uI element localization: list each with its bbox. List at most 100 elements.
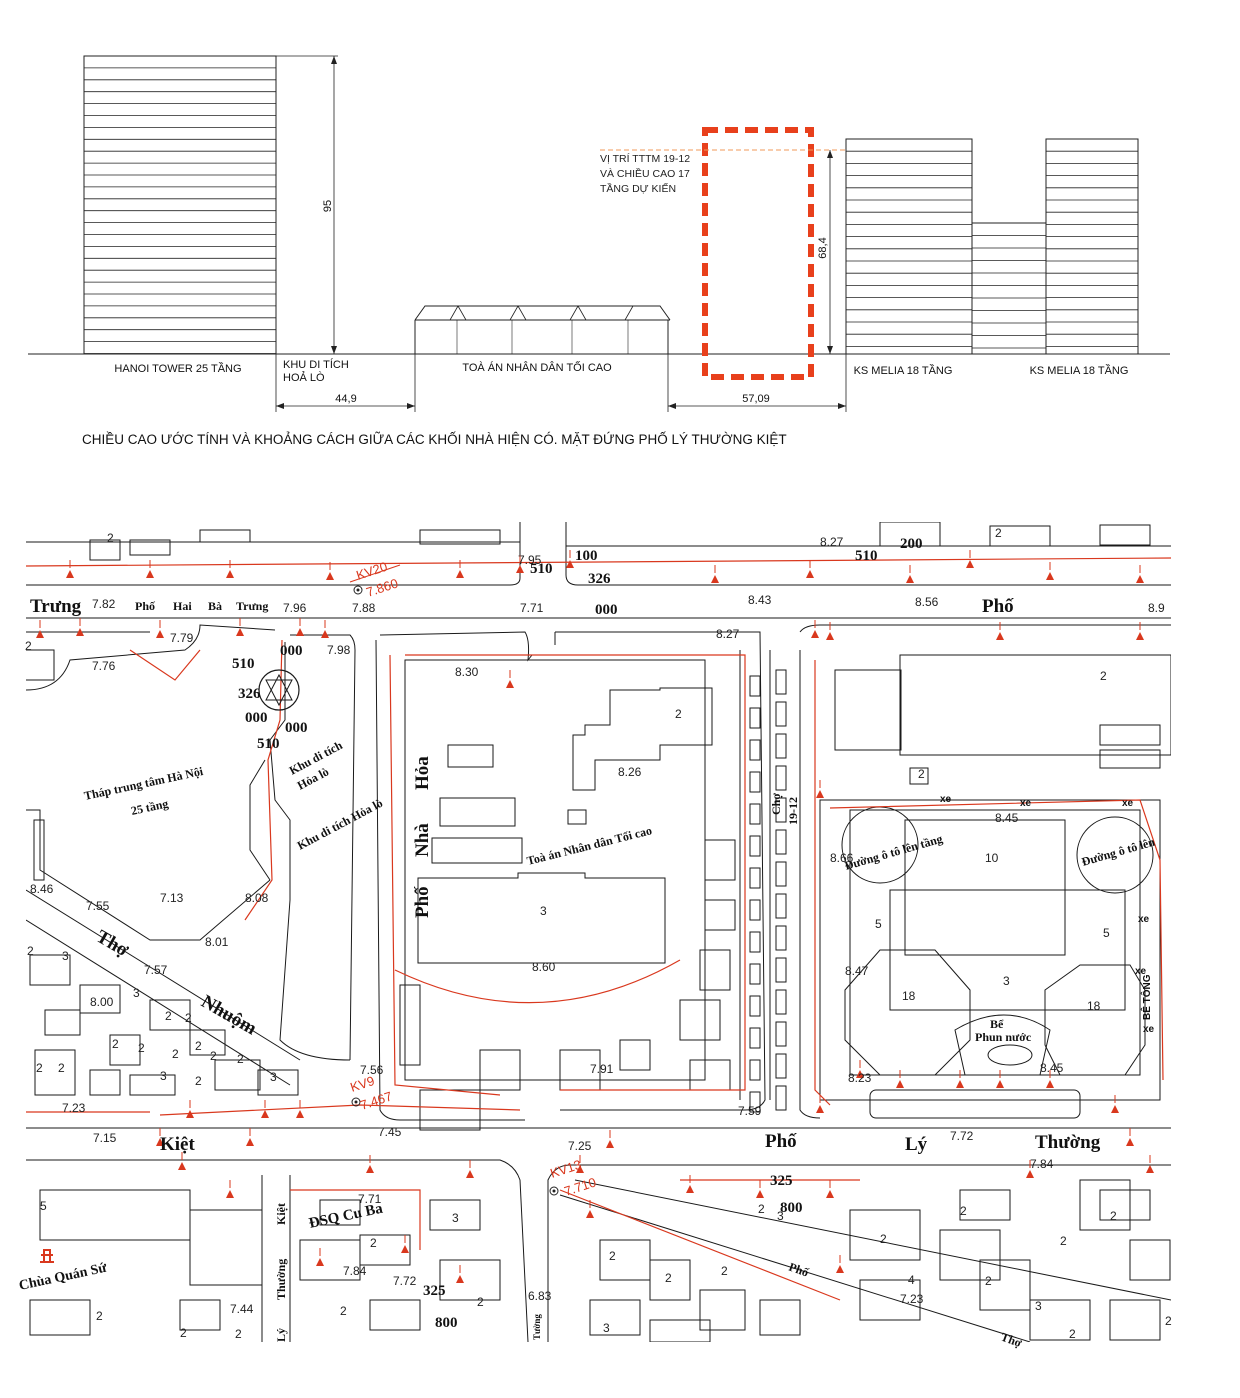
floor-count: 2 [36,1061,43,1075]
elevation-value: 8.27 [716,627,740,641]
elevation-value: 8.23 [848,1071,872,1085]
map-code: 200 [900,536,923,552]
elevation-value: 7.95 [518,553,542,567]
street-tho-bottom: Thợ [999,1330,1024,1351]
elevation-value: 7.82 [92,597,116,611]
street-lt-ly: Lý [905,1134,928,1155]
street-kiet: Kiệt [160,1134,195,1155]
street-nhuom: Nhuộm [198,991,261,1039]
melia-building-left [845,138,973,355]
elevation-value: 7.84 [1030,1157,1054,1171]
elevation-value: 8.01 [205,935,229,949]
floor-count: 2 [172,1047,179,1061]
street-hbt-3: Bà [208,599,222,613]
floor-count: 3 [1035,1299,1042,1313]
street-tuong: Tường [532,1314,542,1340]
floor-count: 2 [1165,1314,1172,1328]
floor-count: 2 [1069,1327,1076,1341]
gap-left-dimension: 44,9 [275,354,416,412]
elevation-value: 8.45 [995,811,1019,825]
elevation-value: 7.59 [738,1104,762,1118]
elevation-value: 8.56 [915,595,939,609]
melia-building-right [1045,138,1139,355]
melia-label-right: KS MELIA 18 TẦNG [1030,364,1129,377]
elevation-value: 7.25 [568,1139,592,1153]
elevation-value: 6.83 [528,1289,552,1303]
gap-left-label: 44,9 [335,393,356,405]
melia-building-middle [971,222,1047,355]
floor-count: 4 [908,1273,915,1287]
ramp-right: Đường ô tô lên [1080,835,1157,869]
elevation-value: 7.23 [900,1292,924,1306]
street-lt-thuong: Thường [1035,1132,1101,1153]
pagoda-icon [40,1249,54,1263]
street-thuong-vertical: Thường [274,1259,288,1300]
floor-count: 2 [1100,669,1107,683]
proposed-height-label: 68,4 [817,237,829,258]
elevation-drawing: 95 68,4 VỊ TRÍ TTTM 19-12 VÀ CHIỀU CAO 1… [28,55,1170,447]
map-code: 325 [423,1283,446,1299]
elevation-value: 8.66 [830,851,854,865]
survey-network [26,557,1171,1301]
floor-count: 2 [995,526,1002,540]
map-code: 000 [285,720,308,736]
floor-count: 2 [25,639,32,653]
map-code: 510 [855,548,878,564]
street-pho-diag: Phố [787,1260,812,1280]
elevation-value: 7.56 [360,1063,384,1077]
xe-label: xe [1020,798,1032,809]
floor-count: 2 [477,1295,484,1309]
elevation-value: 8.30 [455,665,479,679]
xe-label: xe [1122,798,1134,809]
map-codes: 5101003260005102005100003260005100003258… [232,536,923,1331]
survey-markers [36,550,1154,1283]
floor-count: 3 [62,949,69,963]
elevation-caption: CHIỀU CAO ƯỚC TÍNH VÀ KHOẢNG CÁCH GIỮA C… [82,432,787,447]
elevation-value: 7.71 [520,601,544,615]
street-hbt-2: Hai [173,599,192,613]
floor-count: 2 [960,1204,967,1218]
survey-point-kv9: KV9 7.467 [348,1073,394,1113]
floor-count: 2 [1110,1209,1117,1223]
elevation-value: 7.55 [86,899,110,913]
map-code: 326 [238,686,261,702]
street-ly-vertical: Lý [274,1328,288,1342]
floor-count: 5 [875,917,882,931]
ramp-left: Đường ô tô lên tầng [843,832,944,873]
floor-count: 10 [985,851,999,865]
street-lt-pho: Phố [765,1131,797,1152]
map-code: 325 [770,1173,793,1189]
elevation-value: 8.45 [1040,1061,1064,1075]
elevation-value: 7.98 [327,643,351,657]
gap-right-label: 57,09 [742,393,770,405]
floor-count: 5 [40,1199,47,1213]
svg-text:VỊ TRÍ TTTM 19-12: VỊ TRÍ TTTM 19-12 [600,152,690,165]
floor-count: 3 [133,986,140,1000]
map-code: 800 [780,1200,803,1216]
floor-count: 3 [160,1069,167,1083]
floor-count: 5 [1103,926,1110,940]
proposed-height-dimension: 68,4 [817,150,833,354]
street-tho: Thợ [93,926,133,961]
floor-count: 2 [675,707,682,721]
elevation-value: 7.96 [283,601,307,615]
elevation-value: 8.43 [748,593,772,607]
floor-count: 2 [235,1327,242,1341]
floor-count: 2 [985,1274,992,1288]
floor-count: 2 [609,1249,616,1263]
elevation-value: 8.46 [30,882,54,896]
tower-height-label: 95 [322,200,334,212]
street-pho-hoa-1: Phố [412,886,433,918]
court-building [414,305,671,354]
street-pho-hoa-3: Hỏa [412,756,433,790]
svg-text:VÀ CHIỀU CAO 17: VÀ CHIỀU CAO 17 [600,167,690,180]
xe-label: xe [1138,914,1150,925]
court-map-label: Toà án Nhân dân Tối cao [525,823,653,868]
elevation-value: 7.15 [93,1131,117,1145]
tower-label-2: 25 tầng [130,796,170,818]
floor-count: 3 [777,1209,784,1223]
elevation-value: 8.27 [820,535,844,549]
